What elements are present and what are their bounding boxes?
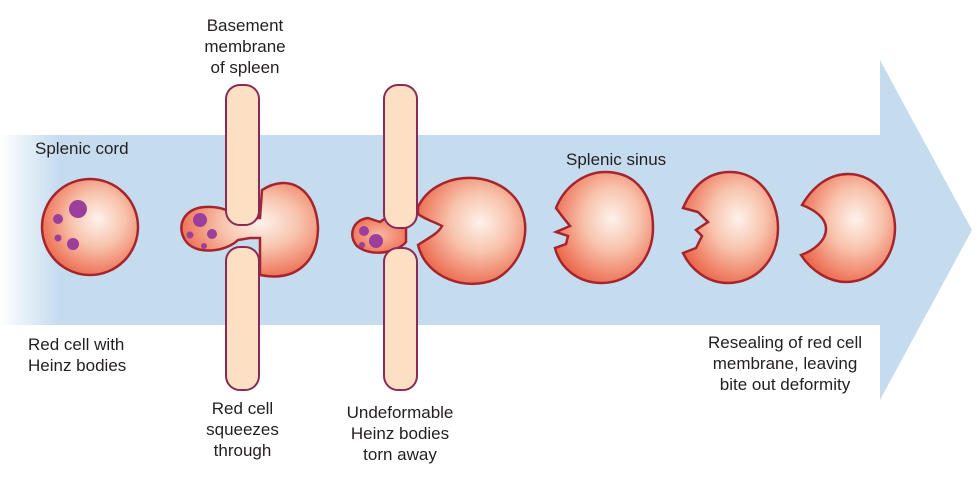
red-cell-with-heinz-bodies xyxy=(40,177,140,277)
heinz-body-icon xyxy=(359,226,369,236)
heinz-bodies-torn-away xyxy=(351,84,527,391)
red-cell-icon xyxy=(180,181,320,278)
label-red-cell-heinz: Red cell with Heinz bodies xyxy=(28,335,127,375)
heinz-body-icon xyxy=(186,231,194,239)
heinz-body-icon xyxy=(193,213,207,227)
label-splenic-sinus: Splenic sinus xyxy=(566,150,667,169)
red-cell-icon xyxy=(552,170,655,285)
heinz-body-icon xyxy=(67,238,79,250)
basement-membrane-icon xyxy=(225,246,260,391)
bite-cell-resealing xyxy=(681,170,780,285)
red-cell-squeezing xyxy=(180,84,320,391)
label-heinz-torn-away: Undeformable Heinz bodies torn away xyxy=(346,403,454,464)
bite-cell-early xyxy=(552,170,655,285)
red-cell-icon xyxy=(40,177,140,277)
label-splenic-cord: Splenic cord xyxy=(35,139,129,158)
heinz-body-icon xyxy=(54,234,62,242)
heinz-body-icon xyxy=(359,242,365,248)
basement-membrane-icon xyxy=(383,84,418,229)
heinz-body-icon xyxy=(207,229,217,239)
heinz-body-icon xyxy=(53,214,63,224)
basement-membrane-icon xyxy=(383,247,418,391)
heinz-body-icon xyxy=(369,234,383,248)
basement-membrane-icon xyxy=(225,84,260,226)
label-resealing: Resealing of red cell membrane, leaving … xyxy=(707,333,863,394)
bite-cell-sealed xyxy=(799,172,897,284)
heinz-body-icon xyxy=(69,200,87,218)
red-cell-icon xyxy=(799,172,897,284)
red-cell-icon xyxy=(681,170,780,285)
label-squeezes-through: Red cell squeezes through xyxy=(206,399,279,460)
label-basement-membrane: Basement membrane of spleen xyxy=(204,16,286,77)
red-cell-icon xyxy=(416,176,527,286)
heinz-body-icon xyxy=(201,243,207,249)
